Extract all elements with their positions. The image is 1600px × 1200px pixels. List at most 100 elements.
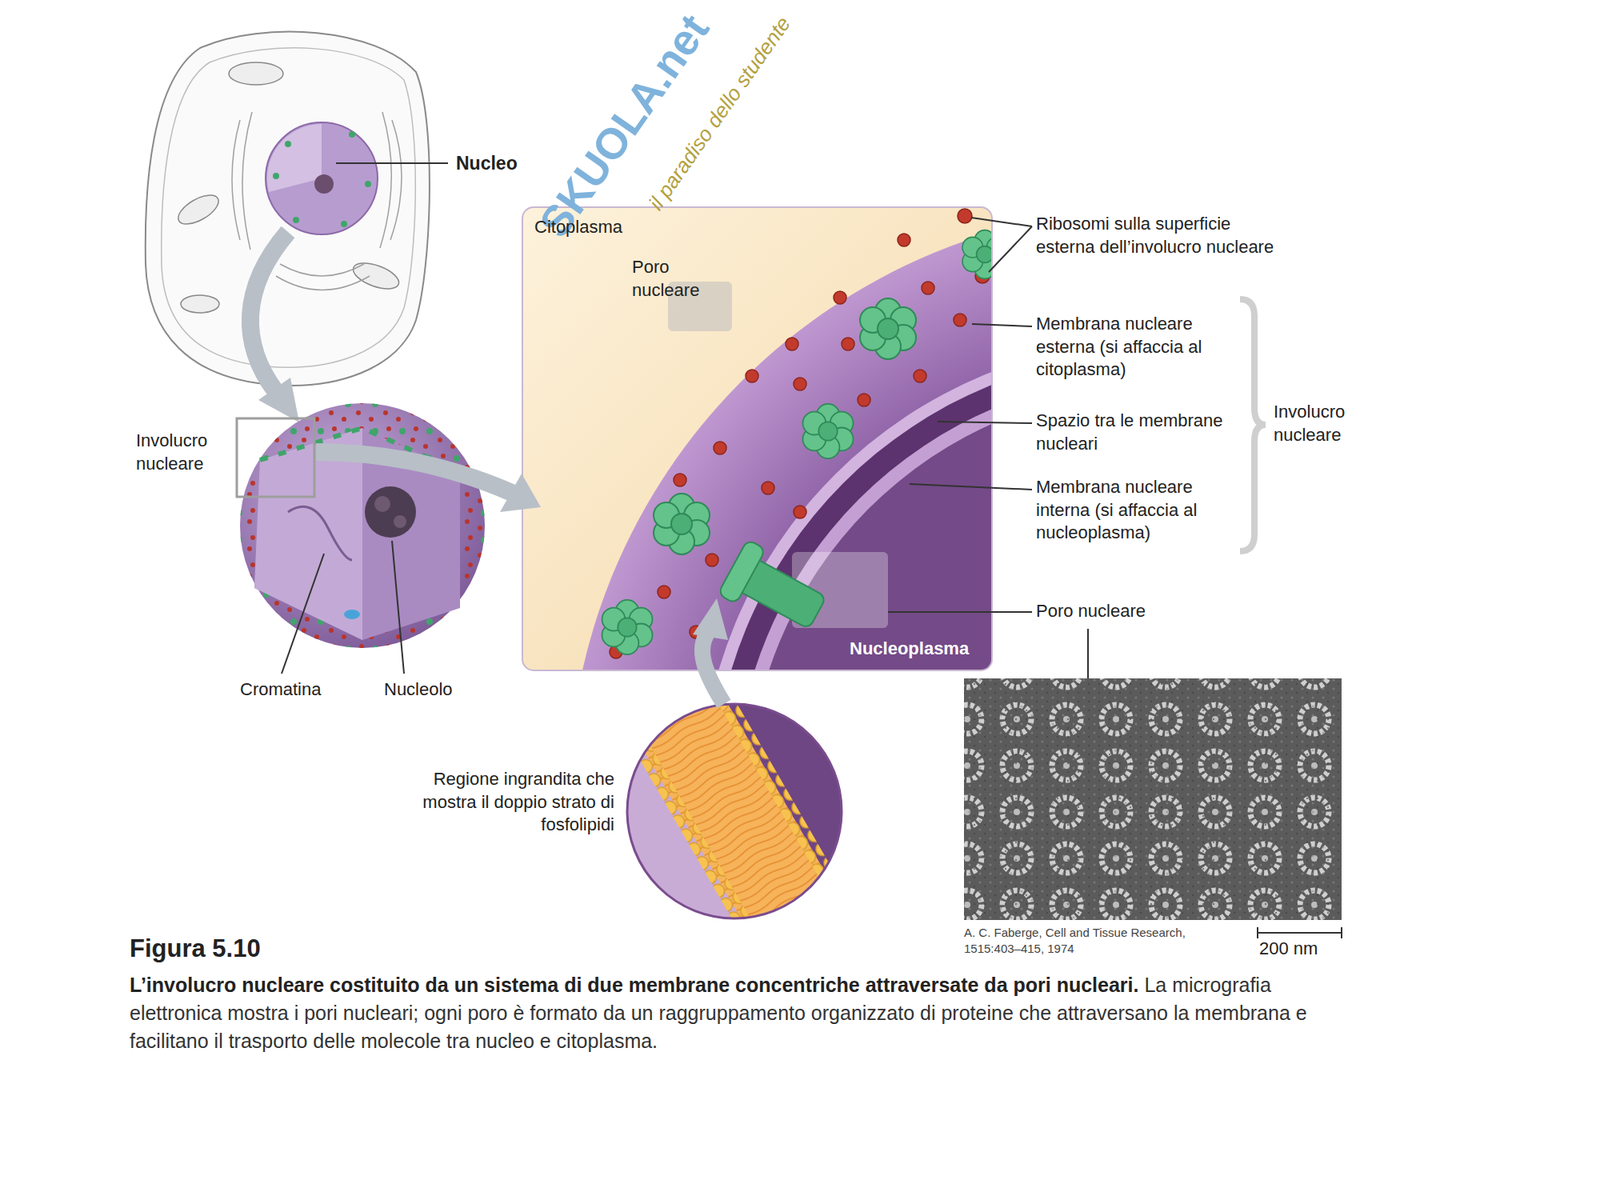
ribosome [857,393,871,407]
scale-bar [1257,927,1342,939]
cell-drawing [173,189,223,231]
zoom-arrow [258,377,300,423]
source-credit: A. C. Faberge, Cell and Tissue Research,… [964,924,1228,956]
nucleus-sphere [374,496,391,512]
region-label: Citoplasma [534,216,623,240]
ribosome [705,553,719,567]
ribosome [833,291,847,304]
bilayer-zoom [702,632,724,704]
nuclear-pore [803,404,854,459]
scale-bar [1340,927,1343,939]
cell-drawing [267,124,322,192]
ribosome [785,337,799,351]
cell-drawing [228,62,284,85]
part-label: Poro nucleare [1036,600,1146,624]
nuclear-pore [717,539,833,640]
ribosome [713,441,727,455]
zoom-arrow [500,473,541,512]
ribosome [793,377,807,391]
part-label: Cromatina [240,678,321,702]
nucleus-sphere [236,403,485,674]
cell-drawing [180,295,220,313]
nucleus-sphere [240,403,485,648]
cell-drawing [292,216,300,224]
inset-label: Regione ingrandita che mostra il doppio … [406,768,615,837]
cell-drawing [276,264,370,291]
cell-drawing [349,258,402,295]
micrograph [964,678,1342,920]
ribosome [957,208,972,224]
bilayer-zoom [627,704,842,919]
zoom-arrow [316,452,512,493]
zoom-arrow [250,232,300,423]
ribosome [673,473,687,487]
cell-drawing [145,32,448,386]
ribosome [745,369,759,383]
ribosome [921,281,935,295]
cell-drawing [314,174,334,194]
scale-label: 200 nm [1259,937,1318,961]
part-label: Involucro nucleare [136,429,232,476]
part-label: Membrana nucleare esterna (si affaccia a… [1036,312,1236,382]
cell-drawing [161,48,416,368]
nuclear-pore [602,600,653,655]
ribosome [761,481,775,495]
nucleus-sphere [281,553,324,674]
envelope-panel [522,207,992,671]
bilayer-zoom [692,598,728,640]
cell-drawing [364,180,372,188]
leader-line [937,421,1032,424]
part-label: Membrana nucleare interna (si affaccia a… [1036,476,1236,545]
nucleus-sphere [392,540,404,674]
scale-bar [1257,932,1342,934]
nuclear-pore [962,230,992,280]
nucleus-sphere [344,609,360,620]
cell-drawing [348,131,356,138]
leader-line [888,611,1032,613]
envelope-panel [568,208,992,671]
cell-drawing [336,162,448,164]
nuclear-pore [653,493,710,555]
scale-bar [1256,927,1259,939]
nucleus-sphere [393,515,407,528]
nucleus-sphere [288,506,352,560]
envelope-panel [748,388,992,671]
cell-drawing [284,140,292,148]
cell-drawing [340,220,348,228]
figure-caption: L’involucro nucleare costituito da un si… [129,971,1346,1056]
part-label: Nucleo [456,152,518,176]
ribosome [657,585,671,599]
region-label: Nucleoplasma [849,637,969,661]
bracket [1240,299,1266,552]
ribosome [953,313,967,327]
micrograph [964,678,1342,920]
panel-border [522,207,992,671]
nucleus-sphere [236,418,315,497]
figure-title: Figura 5.10 [129,932,261,965]
cell-drawing [265,122,378,235]
nucleus-sphere [240,403,485,648]
ribosome [913,369,927,383]
envelope-panel [700,340,992,671]
nuclear-pore [602,230,993,656]
leader-line [972,324,1032,327]
part-label: Ribosomi sulla superficie esterna dell’i… [1036,212,1276,259]
part-label: Spazio tra le membrane nucleari [1036,409,1236,456]
part-label: Poro nucleare [632,256,720,302]
cell-drawing [145,32,430,386]
micrograph [964,678,1342,920]
cell-drawing [272,172,280,180]
ribosome [793,505,807,519]
zoom-arrow [250,232,288,392]
nuclear-pore [717,539,766,604]
cell-drawing [232,112,402,250]
ribosome [841,337,855,351]
leader-line [971,217,1032,272]
leader-line [909,484,1032,490]
nuclear-pore [860,298,916,360]
bracket-label: Involucro nucleare [1273,400,1378,447]
part-label: Nucleolo [384,678,453,702]
watermark: SKUOLA.net [526,3,721,248]
envelope-panel [712,352,992,671]
